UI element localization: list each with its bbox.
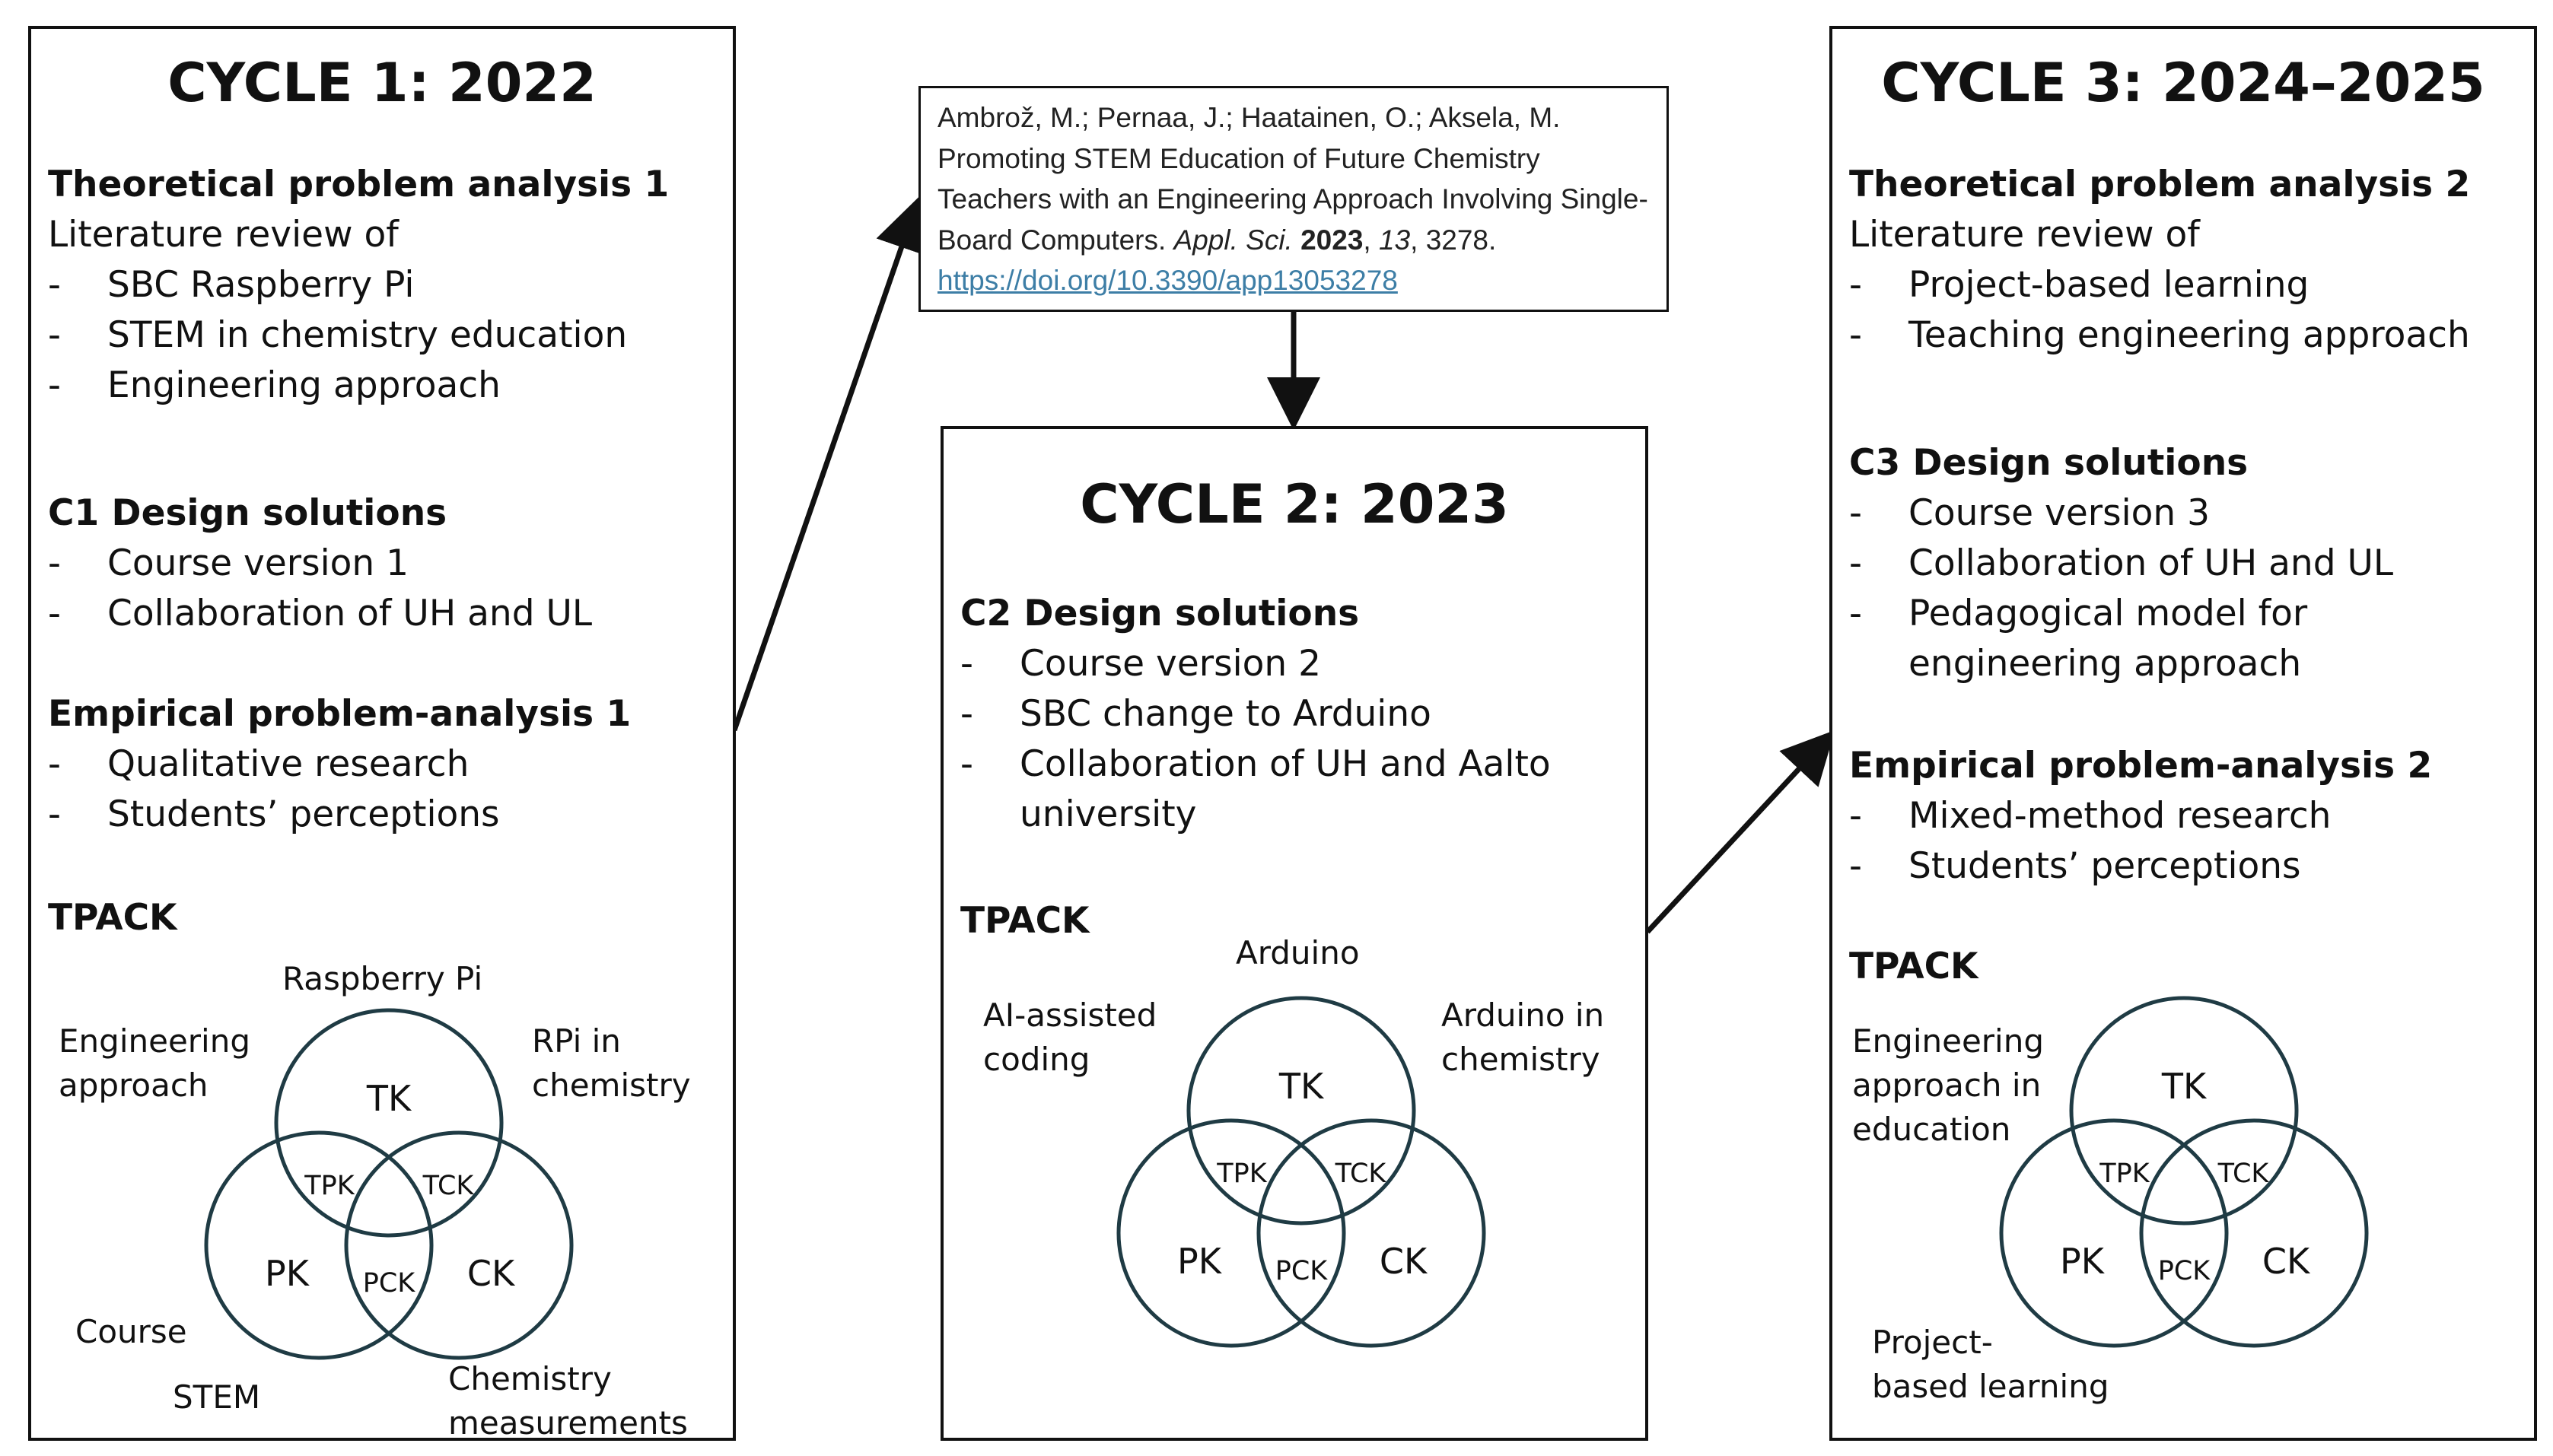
cycle3-empirical-heading: Empirical problem-analysis 2 [1849, 745, 2433, 787]
list-item: -Engineering approach [48, 364, 501, 406]
pk-label: PK [2060, 1241, 2106, 1282]
cycle2-design-section: C2 Design solutions -Course version 2 -S… [960, 589, 1615, 840]
ck-label: CK [2262, 1241, 2311, 1282]
cycle2-venn-diagram: TK PK CK TPK TCK PCK [1116, 996, 1486, 1348]
pck-label: PCK [2158, 1256, 2211, 1286]
cycle3-design-heading: C3 Design solutions [1849, 442, 2249, 484]
list-item: -SBC change to Arduino [960, 693, 1431, 735]
list-item: -SBC Raspberry Pi [48, 264, 415, 306]
pk-circle [204, 1130, 434, 1360]
list-item: -Teaching engineering approach [1849, 314, 2470, 356]
cycle3-label-tpk: Engineering approach in education [1852, 1022, 2044, 1148]
reference-box: Ambrož, M.; Pernaa, J.; Haatainen, O.; A… [918, 86, 1669, 312]
cycle1-design-section: C1 Design solutions -Course version 1 -C… [48, 488, 592, 639]
tck-label: TCK [422, 1171, 475, 1201]
reference-title: Promoting STEM Education of Future Chemi… [937, 142, 1648, 256]
pk-label: PK [265, 1253, 310, 1294]
list-item: -Course version 2 [960, 643, 1322, 685]
tck-label: TCK [2217, 1159, 2270, 1189]
ck-label: CK [467, 1253, 516, 1294]
cycle1-empirical-heading: Empirical problem-analysis 1 [48, 693, 632, 735]
cycle2-label-tck: Arduino in chemistry [1441, 997, 1605, 1078]
cycle2-tpack-heading: TPACK [960, 900, 1090, 942]
tpk-label: TPK [304, 1171, 355, 1201]
cycle3-theory-heading: Theoretical problem analysis 2 [1849, 164, 2471, 205]
cycle1-theory-heading: Theoretical problem analysis 1 [48, 164, 670, 205]
cycle2-box: CYCLE 2: 2023 C2 Design solutions -Cours… [941, 426, 1648, 1441]
arrow-cycle1-to-reference [731, 196, 927, 732]
pk-label: PK [1177, 1241, 1223, 1282]
cycle2-title: CYCLE 2: 2023 [1080, 473, 1509, 536]
list-item: -Project-based learning [1849, 264, 2309, 306]
arrow-cycle2-to-cycle3 [1645, 730, 1835, 934]
cycle3-theory-intro: Literature review of [1849, 214, 2200, 256]
tck-label: TCK [1335, 1159, 1387, 1189]
pk-circle [1999, 1118, 2229, 1348]
cycle1-theory-intro: Literature review of [48, 214, 399, 256]
cycle1-label-pk: Course [75, 1313, 187, 1350]
cycle1-box: CYCLE 1: 2022 Theoretical problem analys… [28, 26, 736, 1442]
list-item: -Collaboration of UH and Aalto universit… [960, 743, 1551, 835]
ck-label: CK [1380, 1241, 1428, 1282]
list-item: -Collaboration of UH and UL [48, 593, 593, 634]
list-item: -Course version 1 [48, 542, 409, 584]
tpk-label: TPK [1216, 1159, 1267, 1189]
list-item: -Pedagogical model for engineering appro… [1849, 593, 2308, 685]
cycle1-design-heading: C1 Design solutions [48, 492, 447, 534]
cycle3-design-section: C3 Design solutions -Course version 3 -C… [1849, 438, 2395, 689]
tpk-label: TPK [2099, 1159, 2150, 1189]
cycle1-label-tk: Raspberry Pi [282, 960, 483, 997]
cycle3-label-pk: Project- based learning [1872, 1324, 2109, 1405]
cycle3-title: CYCLE 3: 2024–2025 [1881, 52, 2485, 114]
cycle3-box: CYCLE 3: 2024–2025 Theoretical problem a… [1829, 26, 2537, 1441]
reference-journal: Appl. Sci. [1173, 224, 1293, 256]
tk-label: TK [366, 1078, 412, 1119]
list-item: -Mixed-method research [1849, 795, 2332, 837]
cycle3-empirical-section: Empirical problem-analysis 2 -Mixed-meth… [1849, 741, 2432, 892]
tk-label: TK [1278, 1066, 1325, 1107]
list-item: -Collaboration of UH and UL [1849, 542, 2394, 584]
cycle1-label-tpk: Engineering approach [59, 1022, 250, 1104]
cycle3-theory-section: Theoretical problem analysis 2 Literatur… [1849, 160, 2470, 361]
cycle1-label-pck: STEM [173, 1378, 261, 1416]
cycle1-empirical-section: Empirical problem-analysis 1 -Qualitativ… [48, 689, 631, 840]
cycle3-venn-diagram: TK PK CK TPK TCK PCK [1999, 996, 2369, 1348]
tk-circle [274, 1008, 504, 1238]
reference-year: 2023 [1300, 224, 1364, 256]
cycle2-design-heading: C2 Design solutions [960, 593, 1360, 634]
reference-volume: 13 [1378, 224, 1411, 256]
pck-label: PCK [363, 1268, 416, 1299]
ck-circle [1256, 1118, 1486, 1348]
list-item: -Course version 3 [1849, 492, 2211, 534]
ck-circle [2139, 1118, 2369, 1348]
cycle2-label-tk: Arduino [1236, 934, 1360, 971]
tk-label: TK [2161, 1066, 2208, 1107]
cycle1-venn-diagram: TK PK CK TPK TCK PCK [204, 1008, 574, 1360]
list-item: -Qualitative research [48, 743, 470, 785]
list-item: -Students’ perceptions [48, 793, 500, 835]
list-item: -Students’ perceptions [1849, 845, 2301, 887]
cycle1-theory-section: Theoretical problem analysis 1 Literatur… [48, 160, 669, 411]
tk-circle [2069, 996, 2299, 1226]
reference-doi-link[interactable]: https://doi.org/10.3390/app13053278 [937, 265, 1398, 296]
ck-circle [344, 1130, 574, 1360]
pck-label: PCK [1275, 1256, 1329, 1286]
cycle1-title: CYCLE 1: 2022 [167, 52, 597, 114]
tk-circle [1186, 996, 1416, 1226]
cycle2-label-tpk: AI-assisted coding [983, 997, 1157, 1078]
cycle1-label-tck: RPi in chemistry [532, 1022, 691, 1104]
cycle1-label-ck: Chemistry measurements [448, 1360, 688, 1442]
cycle3-tpack-heading: TPACK [1849, 946, 1978, 987]
list-item: -STEM in chemistry education [48, 314, 628, 356]
cycle1-tpack-heading: TPACK [48, 897, 177, 939]
pk-circle [1116, 1118, 1346, 1348]
reference-pages: 3278. [1425, 224, 1497, 256]
reference-authors: Ambrož, M.; Pernaa, J.; Haatainen, O.; A… [937, 102, 1561, 133]
